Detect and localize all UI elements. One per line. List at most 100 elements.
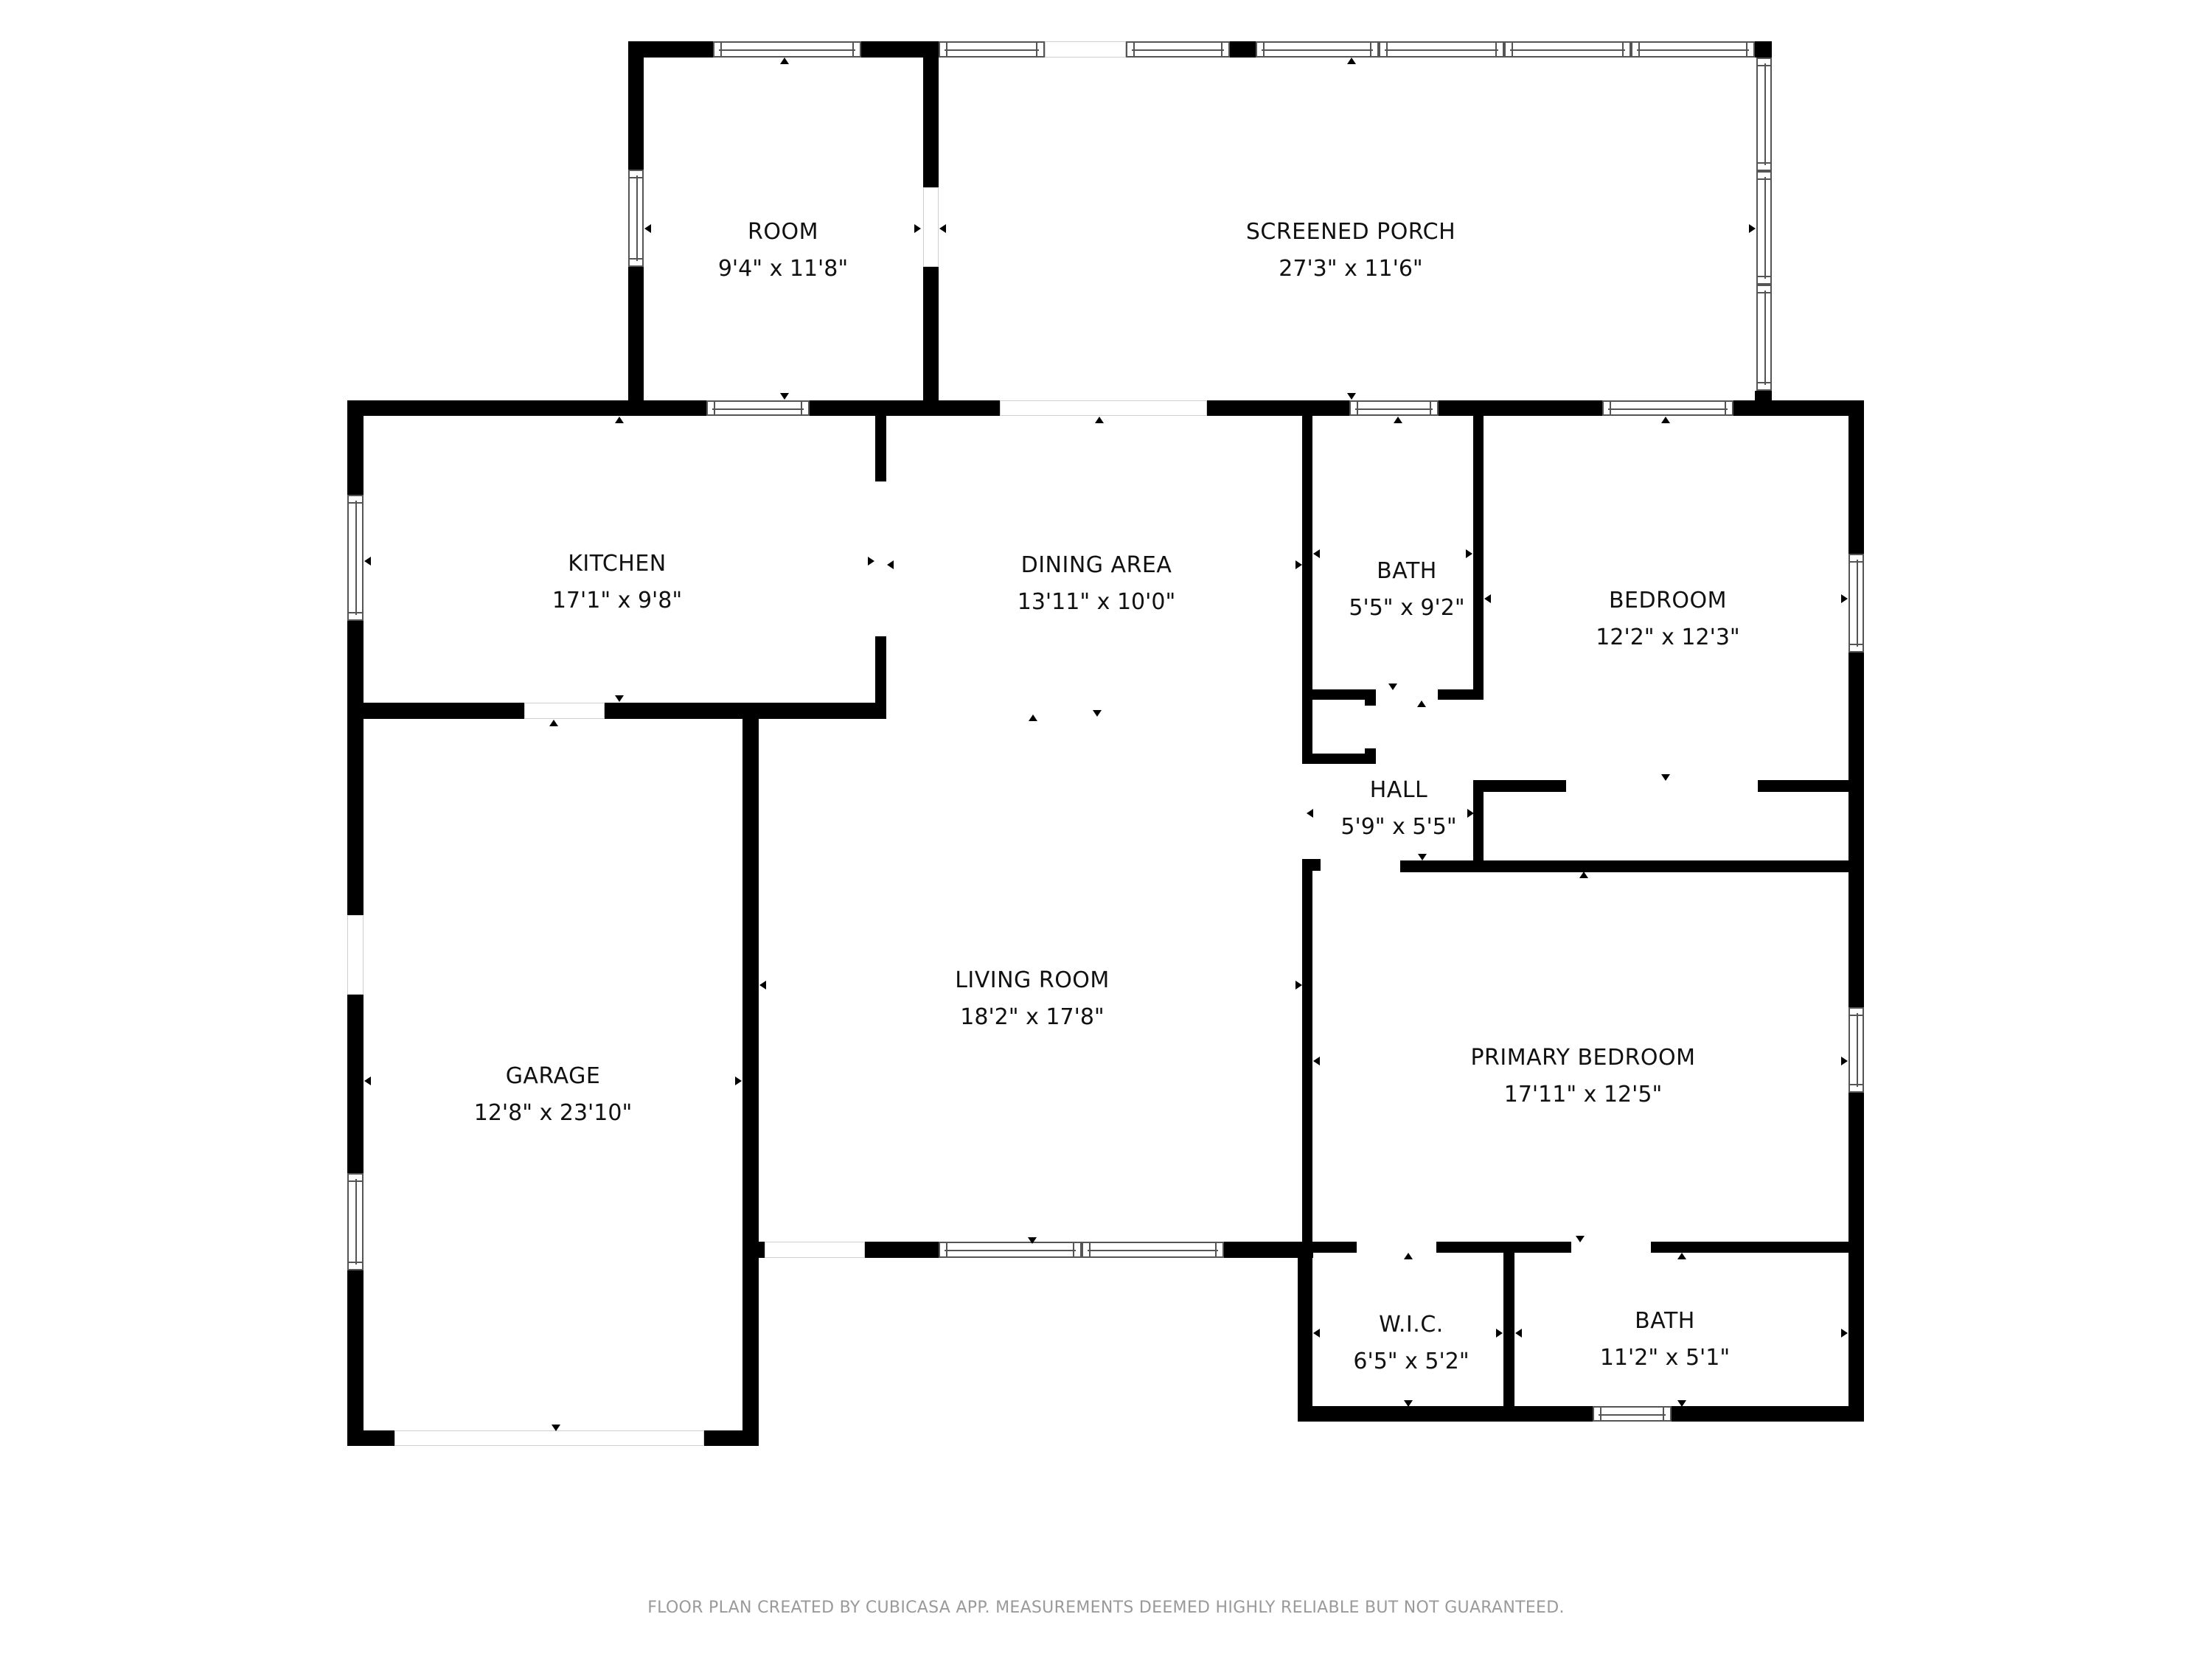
room-dimensions: 17'1" x 9'8" bbox=[552, 588, 683, 613]
window bbox=[347, 1173, 364, 1270]
room-name: BEDROOM bbox=[1608, 588, 1728, 613]
room-dimensions: 17'11" x 12'5" bbox=[1503, 1082, 1663, 1107]
marker-icon bbox=[1841, 594, 1848, 603]
wall bbox=[347, 400, 706, 416]
marker-icon bbox=[1579, 872, 1588, 878]
marker-icon bbox=[364, 557, 371, 566]
wall bbox=[875, 636, 886, 719]
room-dimensions: 27'3" x 11'6" bbox=[1279, 256, 1423, 282]
marker-icon bbox=[1093, 710, 1102, 717]
wall bbox=[1755, 41, 1772, 58]
window bbox=[713, 41, 861, 58]
wall bbox=[1302, 689, 1376, 700]
room-name: GARAGE bbox=[505, 1063, 601, 1089]
window bbox=[1756, 58, 1772, 171]
doorway bbox=[1000, 400, 1207, 416]
wall bbox=[1848, 1093, 1864, 1422]
wall bbox=[1473, 780, 1566, 792]
room-dimensions: 6'5" x 5'2" bbox=[1353, 1349, 1470, 1374]
room-name: KITCHEN bbox=[568, 551, 667, 577]
wall bbox=[1758, 780, 1849, 792]
room-name: BATH bbox=[1377, 558, 1437, 584]
marker-icon bbox=[1313, 549, 1320, 558]
marker-icon bbox=[1313, 1057, 1320, 1065]
wall bbox=[1207, 400, 1349, 416]
wall bbox=[1503, 1242, 1514, 1422]
marker-icon bbox=[914, 224, 921, 233]
marker-icon bbox=[644, 224, 651, 233]
wall bbox=[861, 41, 940, 58]
room-label-wic: W.I.C. 6'5" x 5'2" bbox=[1353, 1314, 1469, 1373]
wall bbox=[865, 1242, 939, 1258]
marker-icon bbox=[1029, 714, 1037, 721]
window bbox=[1082, 1242, 1224, 1258]
window bbox=[1848, 1007, 1864, 1093]
wall bbox=[347, 703, 524, 719]
marker-icon bbox=[1295, 560, 1302, 569]
wall bbox=[1230, 41, 1256, 58]
window bbox=[1593, 1406, 1672, 1422]
doorway bbox=[923, 187, 939, 267]
marker-icon bbox=[1661, 417, 1670, 423]
room-dimensions: 5'9" x 5'5" bbox=[1340, 814, 1457, 840]
room-dimensions: 12'8" x 23'10" bbox=[473, 1100, 633, 1126]
wall bbox=[347, 995, 364, 1173]
wall bbox=[1439, 400, 1602, 416]
wall bbox=[1302, 400, 1312, 763]
wall bbox=[1651, 1242, 1864, 1253]
room-label-living-room: LIVING ROOM 18'2" x 17'8" bbox=[955, 970, 1110, 1029]
window bbox=[1256, 41, 1379, 58]
window bbox=[1631, 41, 1755, 58]
window bbox=[1848, 554, 1864, 653]
marker-icon bbox=[1307, 809, 1313, 818]
marker-icon bbox=[1661, 774, 1670, 781]
room-label-primary-bedroom: PRIMARY BEDROOM 17'11" x 12'5" bbox=[1470, 1047, 1695, 1106]
marker-icon bbox=[1576, 1236, 1585, 1242]
wall bbox=[923, 267, 939, 416]
marker-icon bbox=[364, 1077, 371, 1085]
room-dimensions: 12'2" x 12'3" bbox=[1596, 625, 1740, 650]
wall bbox=[628, 41, 713, 58]
room-dimensions: 13'11" x 10'0" bbox=[1017, 589, 1176, 615]
marker-icon bbox=[1313, 1329, 1320, 1338]
marker-icon bbox=[1388, 684, 1397, 690]
room-dimensions: 9'4" x 11'8" bbox=[717, 256, 849, 282]
window bbox=[706, 400, 810, 416]
wall bbox=[1298, 1406, 1593, 1422]
wall bbox=[742, 708, 759, 1446]
wall bbox=[1848, 400, 1864, 554]
room-label-bedroom: BEDROOM 12'2" x 12'3" bbox=[1596, 590, 1739, 649]
room-label-kitchen: KITCHEN 17'1" x 9'8" bbox=[552, 553, 682, 612]
wall bbox=[347, 621, 364, 915]
marker-icon bbox=[1467, 809, 1474, 818]
marker-icon bbox=[887, 560, 894, 569]
window bbox=[1504, 41, 1631, 58]
room-label-bath: BATH 5'5" x 9'2" bbox=[1349, 560, 1464, 619]
wall bbox=[923, 41, 939, 187]
marker-icon bbox=[552, 1425, 560, 1431]
doorway bbox=[1045, 41, 1126, 58]
marker-icon bbox=[1404, 1253, 1413, 1259]
wall bbox=[1848, 653, 1864, 1007]
marker-icon bbox=[1404, 1400, 1413, 1407]
wall bbox=[1473, 400, 1484, 700]
wall bbox=[1733, 400, 1864, 416]
room-label-garage: GARAGE 12'8" x 23'10" bbox=[474, 1065, 633, 1124]
marker-icon bbox=[1515, 1329, 1522, 1338]
window bbox=[1602, 400, 1733, 416]
window bbox=[939, 41, 1045, 58]
wall bbox=[1365, 689, 1376, 706]
marker-icon bbox=[615, 417, 624, 423]
marker-icon bbox=[1417, 700, 1426, 707]
wall bbox=[1473, 780, 1484, 871]
wall bbox=[1302, 754, 1376, 764]
room-name: SCREENED PORCH bbox=[1245, 219, 1456, 245]
marker-icon bbox=[780, 393, 789, 400]
window bbox=[939, 1242, 1082, 1258]
marker-icon bbox=[549, 720, 558, 726]
room-label-screened-porch: SCREENED PORCH 27'3" x 11'6" bbox=[1246, 221, 1455, 280]
room-label-hall: HALL 5'9" x 5'5" bbox=[1340, 779, 1456, 838]
wall bbox=[1400, 860, 1864, 872]
marker-icon bbox=[759, 981, 766, 990]
